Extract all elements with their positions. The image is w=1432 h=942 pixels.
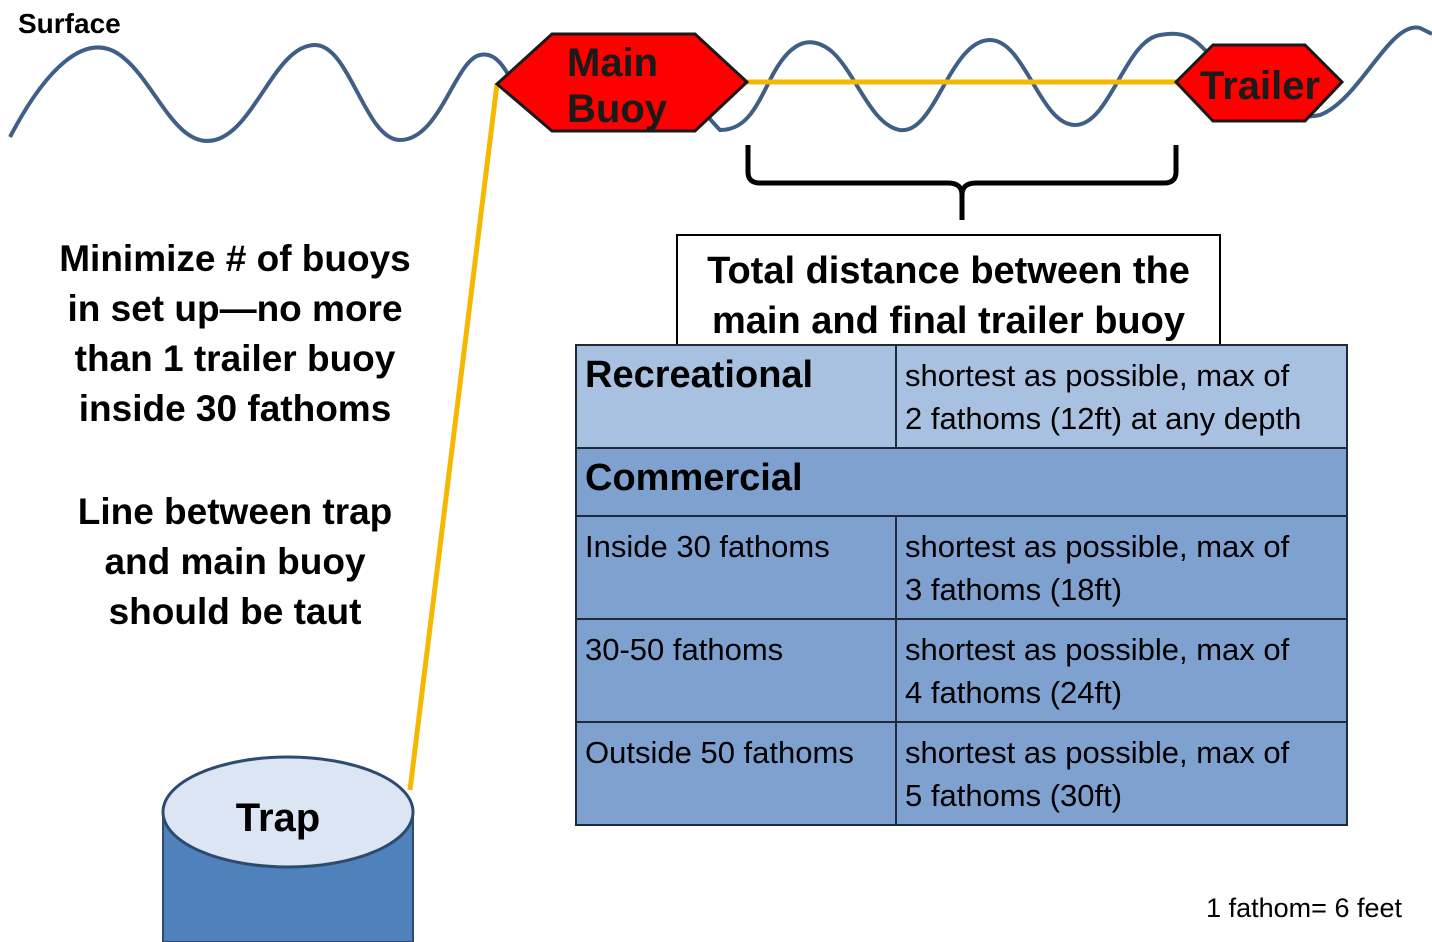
note-line: Minimize # of buoys: [59, 238, 411, 279]
recreational-label: Recreational: [575, 344, 897, 449]
depth-cell: Inside 30 fathoms: [575, 515, 897, 620]
table-row-recreational: Recreational shortest as possible, max o…: [575, 344, 1348, 449]
note-line: inside 30 fathoms: [78, 388, 392, 429]
value-line: 2 fathoms (12ft) at any depth: [905, 401, 1302, 436]
commercial-header: Commercial: [575, 447, 1348, 517]
note-line: in set up—no more: [67, 288, 403, 329]
value-line: 3 fathoms (18ft): [905, 572, 1123, 607]
main-buoy-line2: Buoy: [567, 87, 667, 131]
recreational-value: shortest as possible, max of 2 fathoms (…: [895, 344, 1348, 449]
taut-line-note: Line between trap and main buoy should b…: [20, 487, 450, 637]
caption-line: Total distance between the: [707, 250, 1190, 292]
trailer-buoy-shape: [1173, 43, 1345, 123]
value-line: shortest as possible, max of: [905, 358, 1290, 393]
caption-line: main and final trailer buoy: [712, 300, 1185, 342]
table-row: Outside 50 fathoms shortest as possible,…: [575, 721, 1348, 826]
main-buoy-label: Main Buoy: [567, 40, 667, 132]
trap-label: Trap: [235, 796, 321, 840]
note-line: and main buoy: [104, 541, 366, 582]
trap-rope: [407, 83, 500, 791]
value-line: shortest as possible, max of: [905, 632, 1290, 667]
fathom-footnote: 1 fathom= 6 feet: [1206, 893, 1402, 923]
surface-wave: [8, 25, 1432, 143]
main-buoy-line1: Main: [567, 41, 659, 85]
value-line: shortest as possible, max of: [905, 735, 1290, 770]
trailer-distance-table: Recreational shortest as possible, max o…: [575, 344, 1348, 826]
value-line: 4 fathoms (24ft): [905, 675, 1123, 710]
value-line: shortest as possible, max of: [905, 529, 1290, 564]
depth-cell: Outside 50 fathoms: [575, 721, 897, 826]
distance-caption: Total distance between the main and fina…: [676, 234, 1221, 344]
value-line: 5 fathoms (30ft): [905, 778, 1123, 813]
trap-icon: [161, 755, 415, 942]
limit-cell: shortest as possible, max of 4 fathoms (…: [895, 618, 1348, 723]
limit-cell: shortest as possible, max of 3 fathoms (…: [895, 515, 1348, 620]
table-row-commercial-header: Commercial: [575, 447, 1348, 517]
limit-cell: shortest as possible, max of 5 fathoms (…: [895, 721, 1348, 826]
table-row: 30-50 fathoms shortest as possible, max …: [575, 618, 1348, 723]
depth-cell: 30-50 fathoms: [575, 618, 897, 723]
table-row: Inside 30 fathoms shortest as possible, …: [575, 515, 1348, 620]
surface-label: Surface: [18, 8, 121, 39]
trailer-buoy-label: Trailer: [1200, 64, 1321, 108]
note-line: Line between trap: [77, 491, 393, 532]
note-line: should be taut: [108, 591, 362, 632]
minimize-buoys-note: Minimize # of buoys in set up—no more th…: [20, 234, 450, 434]
note-line: than 1 trailer buoy: [74, 338, 396, 379]
main-buoy-shape: [494, 32, 750, 133]
distance-bracket: [745, 145, 1179, 220]
